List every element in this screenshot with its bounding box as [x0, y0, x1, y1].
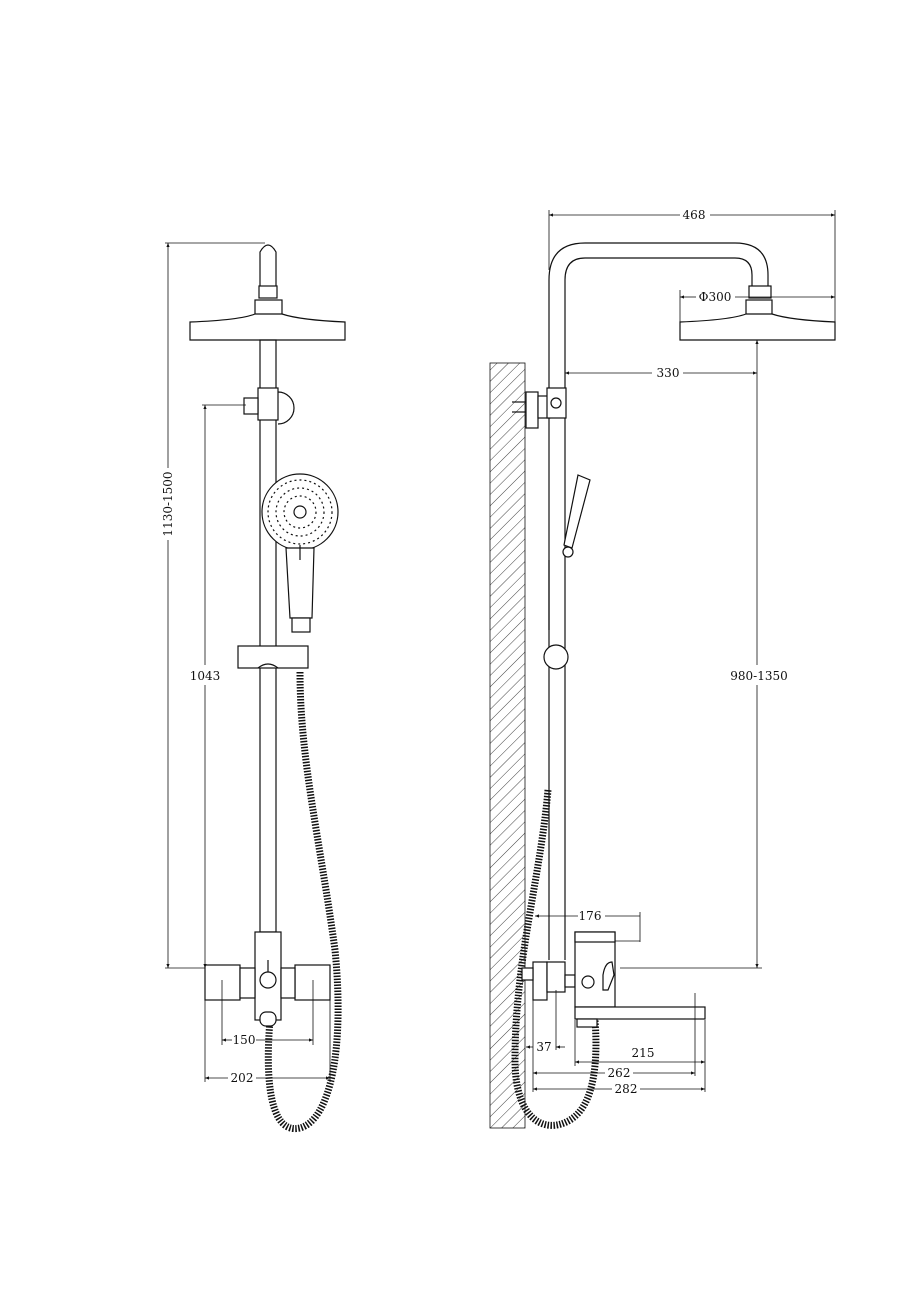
dim-spout-reach: 262: [608, 1066, 631, 1080]
arm-nut: [258, 285, 278, 299]
dim-total-depth: 282: [615, 1082, 638, 1096]
riser-arm: [548, 242, 769, 960]
dim-total-height: 1130-1500: [161, 471, 175, 536]
hand-shower-side: [563, 474, 591, 549]
dim-head-offset: 330: [657, 366, 680, 380]
shower-hose: [264, 671, 342, 1133]
shower-hose-side: [511, 789, 600, 1129]
slide-holder-side: [543, 644, 569, 670]
dim-inlet-spacing: 150: [233, 1033, 256, 1047]
mixer-side: [521, 931, 706, 1028]
wall: [489, 362, 526, 1129]
top-arm: [259, 244, 277, 290]
wall-plate: [525, 391, 539, 429]
dim-wall-offset: 37: [536, 1040, 551, 1054]
dim-spout-length: 215: [632, 1046, 655, 1060]
bracket-side: [546, 387, 567, 419]
head-neck: [254, 299, 283, 316]
dim-head-height: 980-1350: [730, 669, 788, 683]
rain-shower-head: [189, 313, 346, 341]
slide-holder: [237, 645, 309, 669]
dim-arm-reach: 468: [683, 208, 706, 222]
bracket-disk: [277, 391, 295, 425]
dim-mixer-width: 202: [231, 1071, 254, 1085]
hand-shower: [261, 473, 339, 633]
dim-head-diameter: Φ300: [699, 290, 732, 304]
wall-bracket: [257, 387, 279, 421]
rain-shower-head-side: [679, 313, 836, 341]
dim-mixer-lever: 176: [579, 909, 602, 923]
bracket-knob: [243, 397, 259, 415]
riser-rail: [259, 339, 277, 933]
side-view: 468 Φ300 330 980-1350 176 37 215 262 282: [489, 208, 836, 1129]
slide-holder-curve: [257, 663, 279, 669]
front-view: 1130-1500 1043 150 202: [161, 242, 346, 1133]
dim-slide-height: 1043: [190, 669, 221, 683]
mixer-front: [204, 931, 331, 1027]
